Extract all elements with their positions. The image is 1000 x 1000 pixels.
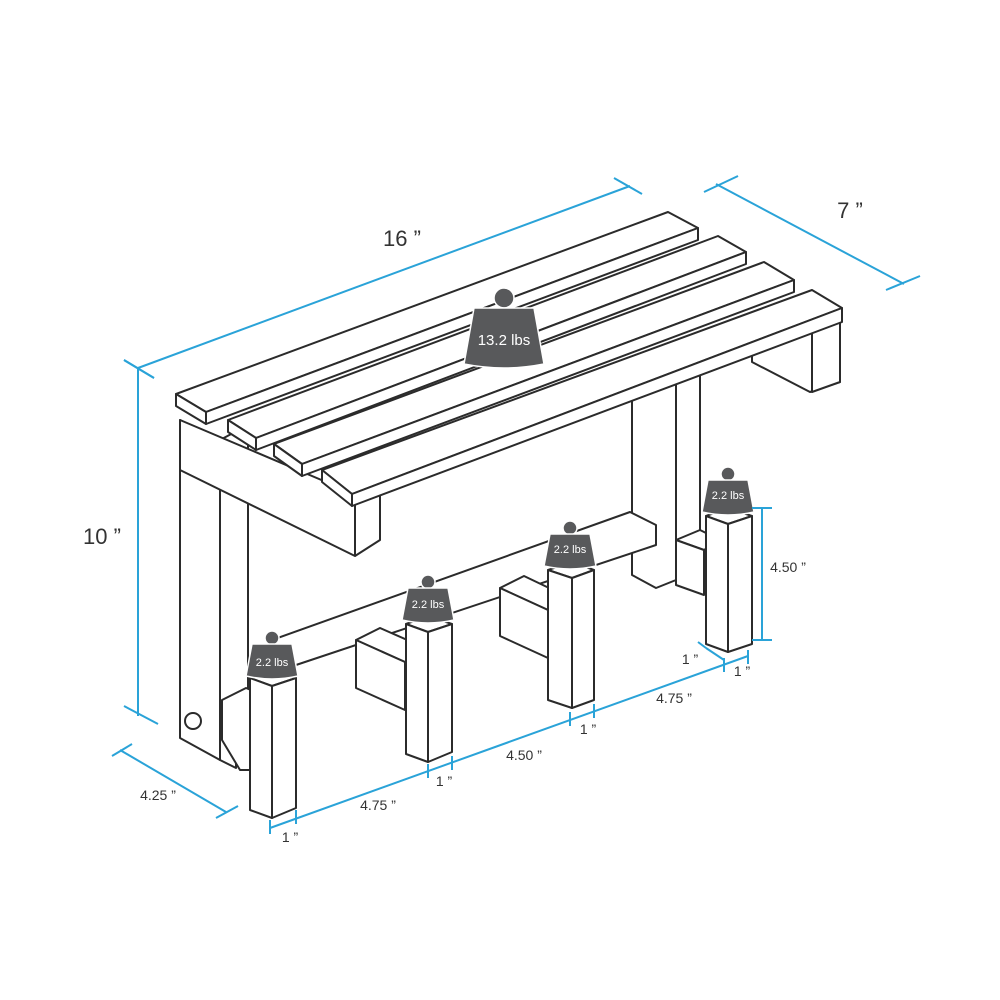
peg-4-weight: 2.2 lbs xyxy=(701,466,755,516)
back-right-leg xyxy=(631,379,677,589)
seat-slat-3-side xyxy=(301,279,795,477)
peg-2 xyxy=(405,615,453,763)
peg-4 xyxy=(705,507,753,653)
peg-1-weight-label: 2.2 lbs xyxy=(256,657,289,669)
length-label: 16 ” xyxy=(383,226,421,251)
height-label: 10 ” xyxy=(83,524,121,549)
peg-width-label-1: 1 ” xyxy=(282,829,299,845)
dimension-base-depth: 4.25 ” xyxy=(111,743,239,819)
peg-3 xyxy=(547,561,595,709)
peg-1-weight: 2.2 lbs xyxy=(245,630,299,680)
seat-slat-1-side xyxy=(205,227,699,425)
dimension-height: 10 ” xyxy=(83,359,159,725)
base-depth-label: 4.25 ” xyxy=(140,787,176,803)
peg-1 xyxy=(249,669,297,819)
seat-slat-4-side xyxy=(351,307,843,507)
peg-depth-label: 1 ” xyxy=(682,651,699,667)
peg-4-weight-label: 2.2 lbs xyxy=(712,490,745,502)
peg-2-weight-label: 2.2 lbs xyxy=(412,599,445,611)
peg-width-label-2: 1 ” xyxy=(436,773,453,789)
block-right-front xyxy=(675,539,705,596)
gap-1-label: 4.75 ” xyxy=(360,797,396,813)
peg-3-weight-label: 2.2 lbs xyxy=(554,544,587,556)
gap-2-label: 4.50 ” xyxy=(506,747,542,763)
dimension-depth: 7 ” xyxy=(703,175,921,291)
seat-weight: 13.2 lbs xyxy=(463,287,545,369)
bolt-hole xyxy=(184,712,202,730)
peg-2-weight: 2.2 lbs xyxy=(401,574,455,624)
peg-width-label-3: 1 ” xyxy=(580,721,597,737)
gap-3-label: 4.75 ” xyxy=(656,690,692,706)
peg-3-weight: 2.2 lbs xyxy=(543,520,597,570)
peg-width-label-4: 1 ” xyxy=(734,663,751,679)
seat-weight-label: 13.2 lbs xyxy=(478,332,531,349)
dimension-peg-height: 4.50 ” xyxy=(752,507,806,641)
peg-height-label: 4.50 ” xyxy=(770,559,806,575)
dimension-bottom-run xyxy=(269,641,749,834)
depth-label: 7 ” xyxy=(837,198,863,223)
